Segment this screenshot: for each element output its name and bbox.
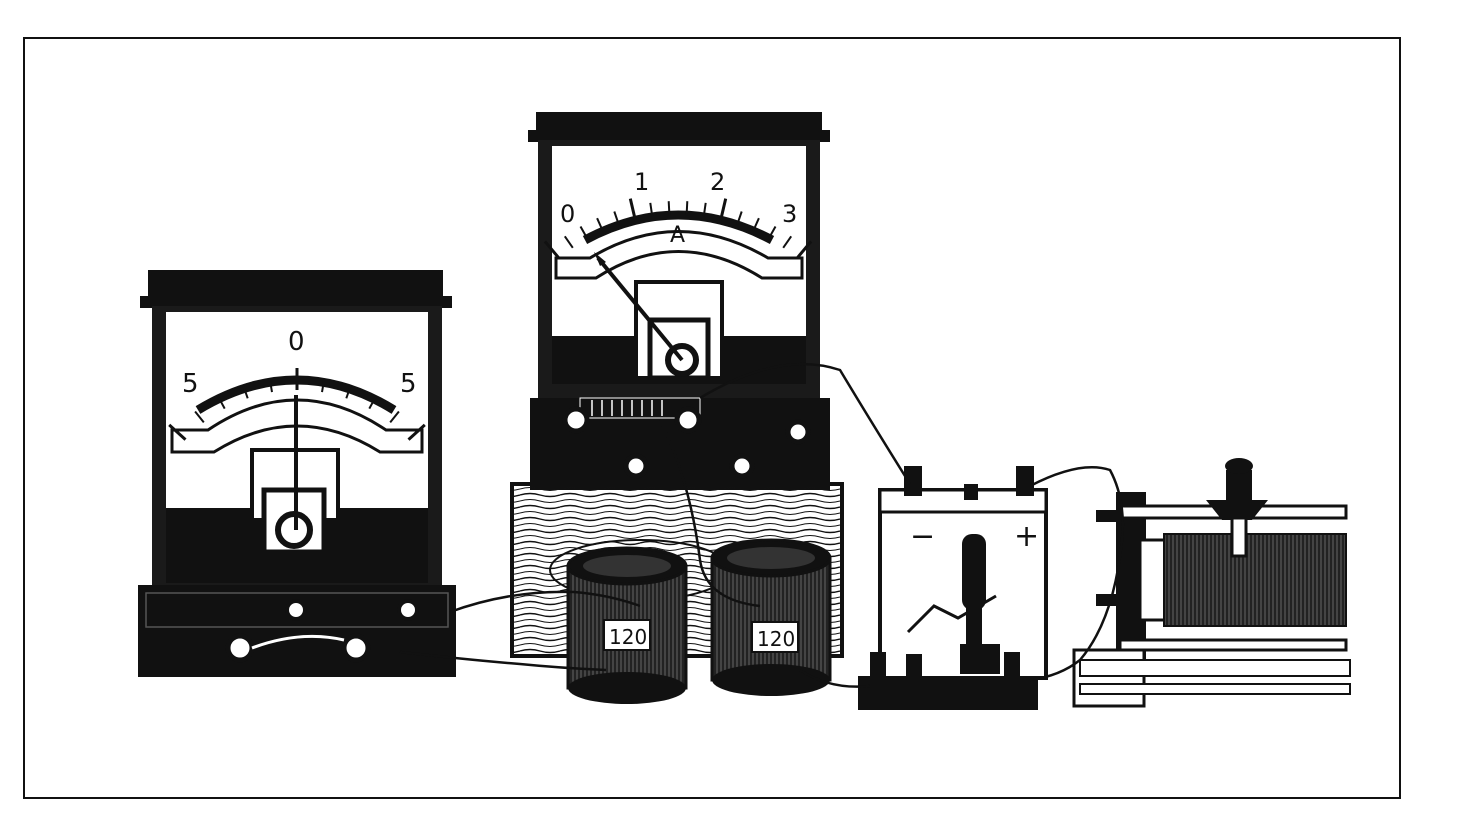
scale-tick <box>702 202 707 217</box>
picture-border <box>23 37 1401 799</box>
wire-battery-rheostat <box>1029 465 1125 682</box>
scale-tick <box>217 395 226 410</box>
galvanometer-terminal <box>225 633 255 663</box>
ammeter-label-3: 3 <box>782 200 797 228</box>
scale-tick <box>767 226 777 240</box>
battery-terminal-plus <box>1016 466 1034 496</box>
galvanometer-ticks <box>168 368 426 441</box>
ammeter-unit: A <box>670 223 685 248</box>
wire-ammeter-coil <box>658 419 761 608</box>
wire-galvanometer-coil-2 <box>399 650 607 672</box>
scale-tick <box>628 198 637 221</box>
galvanometer-screw <box>397 599 419 621</box>
rheostat-slider-knob[interactable] <box>1225 458 1253 474</box>
ammeter-scale-arc <box>582 210 775 244</box>
wire-ammeter-battery <box>699 362 912 485</box>
galvanometer: 5 0 5 <box>138 270 456 677</box>
ammeter-terminal <box>562 406 590 434</box>
rheostat <box>1072 458 1351 708</box>
battery-minus-sign: − <box>910 519 935 554</box>
rheostat-coil <box>1163 533 1347 627</box>
ammeter-label-1: 1 <box>634 168 649 196</box>
coil-left-label: 120 <box>609 625 647 649</box>
wire-galvanometer-coil <box>449 590 641 614</box>
ammeter-needle <box>596 256 684 362</box>
scale-tick <box>563 235 574 249</box>
rheostat-slider[interactable] <box>1206 500 1268 520</box>
galvanometer-top <box>148 270 443 300</box>
ammeter-ticks <box>543 198 813 260</box>
scale-tick <box>782 235 793 249</box>
coil-right: 120 <box>710 538 832 696</box>
knife-switch[interactable] <box>858 534 1038 710</box>
wires <box>399 362 1125 688</box>
scale-tick <box>736 211 743 226</box>
scale-tick <box>194 410 205 424</box>
scale-tick <box>321 378 326 393</box>
scale-tick <box>719 198 728 221</box>
scale-tick <box>242 384 249 399</box>
ammeter-screw <box>729 453 755 479</box>
scale-tick <box>168 423 187 441</box>
scale-tick <box>795 240 813 260</box>
galvanometer-label-left: 5 <box>182 369 199 399</box>
scale-tick <box>579 226 589 240</box>
ammeter-label-2: 2 <box>710 168 725 196</box>
ammeter-label-0: 0 <box>560 200 575 228</box>
galvanometer-terminal <box>341 633 371 663</box>
galvanometer-base <box>138 585 456 677</box>
switch-base <box>858 676 1038 710</box>
scale-tick <box>649 202 654 217</box>
coil-right-label: 120 <box>757 627 795 651</box>
scale-tick <box>268 378 273 393</box>
ammeter-terminal <box>674 406 702 434</box>
ammeter-screw <box>785 419 811 445</box>
scale-tick <box>543 240 561 260</box>
galvanometer-screw <box>285 599 307 621</box>
switch-handle[interactable] <box>962 534 986 610</box>
battery-terminal-minus <box>904 466 922 496</box>
scale-tick <box>345 384 352 399</box>
scale-tick <box>685 201 689 216</box>
battery-plus-sign: + <box>1014 519 1039 554</box>
coil-left: 120 <box>566 546 688 704</box>
scale-tick <box>389 410 400 424</box>
ammeter-screw <box>623 453 649 479</box>
scale-tick <box>667 201 671 216</box>
scale-tick <box>613 211 620 226</box>
scale-tick <box>752 217 760 232</box>
galvanometer-label-center: 0 <box>288 327 305 357</box>
wire-coil-switch <box>799 668 871 688</box>
scale-tick <box>368 395 377 410</box>
scale-tick <box>407 423 426 441</box>
scale-tick <box>596 217 604 232</box>
galvanometer-label-right: 5 <box>400 369 417 399</box>
